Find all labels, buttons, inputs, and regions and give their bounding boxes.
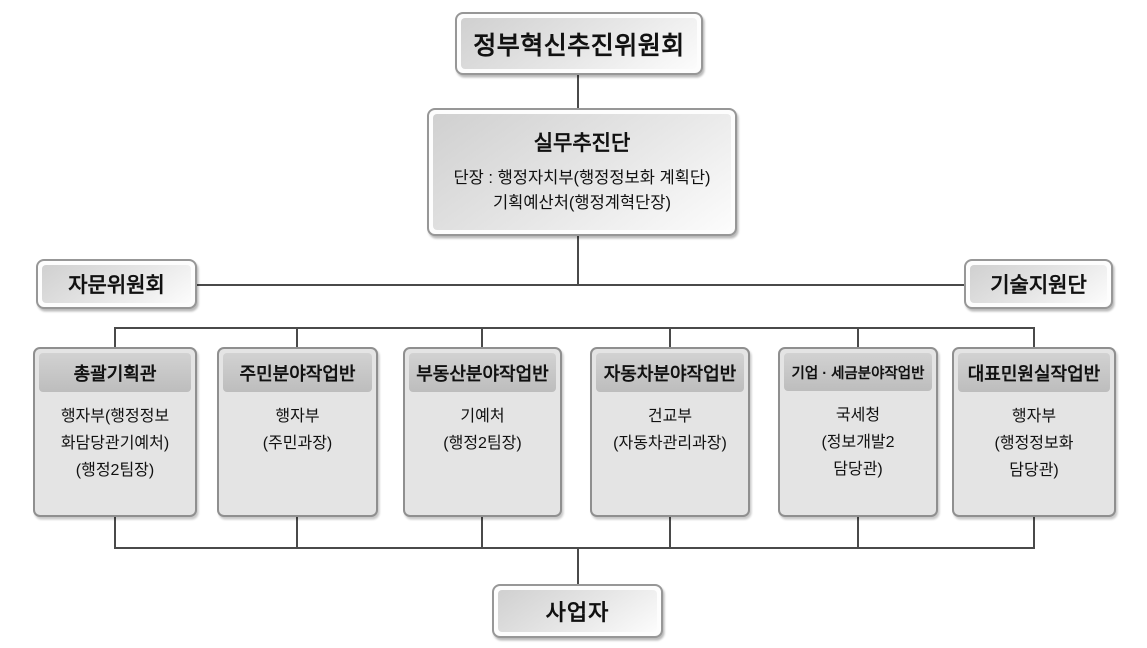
working-team-body: 단장 : 행정자치부(행정정보화 계획단) 기획예산처(행정계혁단장) [453, 169, 711, 212]
group-body: 행자부 (주민과장) [262, 408, 333, 453]
connector-stub-group4-bottom [669, 516, 671, 549]
connector-root-to-working [577, 74, 579, 110]
connector-bus3-groups-bottom [114, 547, 1035, 549]
connector-stub-group5-bottom [857, 516, 859, 549]
group-title: 대표민원실작업반 [958, 353, 1110, 392]
connector-bus2-groups-top [114, 327, 1035, 329]
tech-support-label: 기술지원단 [970, 265, 1107, 303]
connector-stub-group3-bottom [481, 516, 483, 549]
connector-stub-group1-bottom [114, 516, 116, 549]
group-box-business-tax: 기업 · 세금분야작업반 국세청 (정보개발2 담당관) [778, 347, 938, 517]
business-operator-box: 사업자 [492, 584, 663, 638]
tech-support-box: 기술지원단 [964, 259, 1113, 309]
connector-stub-group6-top [1033, 327, 1035, 348]
group-body: 행자부(행정정보 화담당관기예처) (행정2팀장) [60, 408, 170, 480]
group-box-residents: 주민분야작업반 행자부 (주민과장) [217, 347, 378, 517]
connector-stub-group2-top [296, 327, 298, 348]
group-body: 건교부 (자동차관리과장) [613, 408, 727, 453]
root-box: 정부혁신추진위원회 [455, 12, 703, 75]
group-title: 자동차분야작업반 [596, 353, 744, 392]
business-operator-label: 사업자 [498, 590, 657, 632]
connector-stub-group1-top [114, 327, 116, 348]
group-title: 기업 · 세금분야작업반 [784, 353, 932, 391]
connector-stub-group5-top [857, 327, 859, 348]
root-box-label: 정부혁신추진위원회 [461, 18, 697, 69]
group-body: 행자부 (행정정보화 담당관) [994, 408, 1074, 480]
connector-stub-group4-top [669, 327, 671, 348]
group-box-civil-service: 대표민원실작업반 행자부 (행정정보화 담당관) [952, 347, 1116, 517]
working-team-title: 실무추진단 [533, 132, 631, 155]
connector-bus1-advisory-tech [197, 284, 964, 286]
group-body: 국세청 (정보개발2 담당관) [821, 407, 895, 479]
group-box-automobile: 자동차분야작업반 건교부 (자동차관리과장) [590, 347, 750, 517]
group-box-real-estate: 부동산분야작업반 기예처 (행정2팀장) [403, 347, 562, 517]
connector-working-to-bus1 [577, 236, 579, 286]
connector-bus3-to-bottom [577, 547, 579, 585]
group-body: 기예처 (행정2팀장) [443, 408, 522, 453]
group-title: 총괄기획관 [39, 353, 191, 392]
connector-stub-group6-bottom [1033, 516, 1035, 549]
connector-stub-group2-bottom [296, 516, 298, 549]
connector-stub-group3-top [481, 327, 483, 348]
advisory-label: 자문위원회 [42, 265, 191, 303]
group-title: 주민분야작업반 [223, 353, 372, 392]
group-box-overall-planning: 총괄기획관 행자부(행정정보 화담당관기예처) (행정2팀장) [33, 347, 197, 517]
group-title: 부동산분야작업반 [409, 353, 556, 392]
advisory-box: 자문위원회 [36, 259, 197, 309]
working-team-box: 실무추진단 단장 : 행정자치부(행정정보화 계획단) 기획예산처(행정계혁단장… [427, 108, 737, 236]
